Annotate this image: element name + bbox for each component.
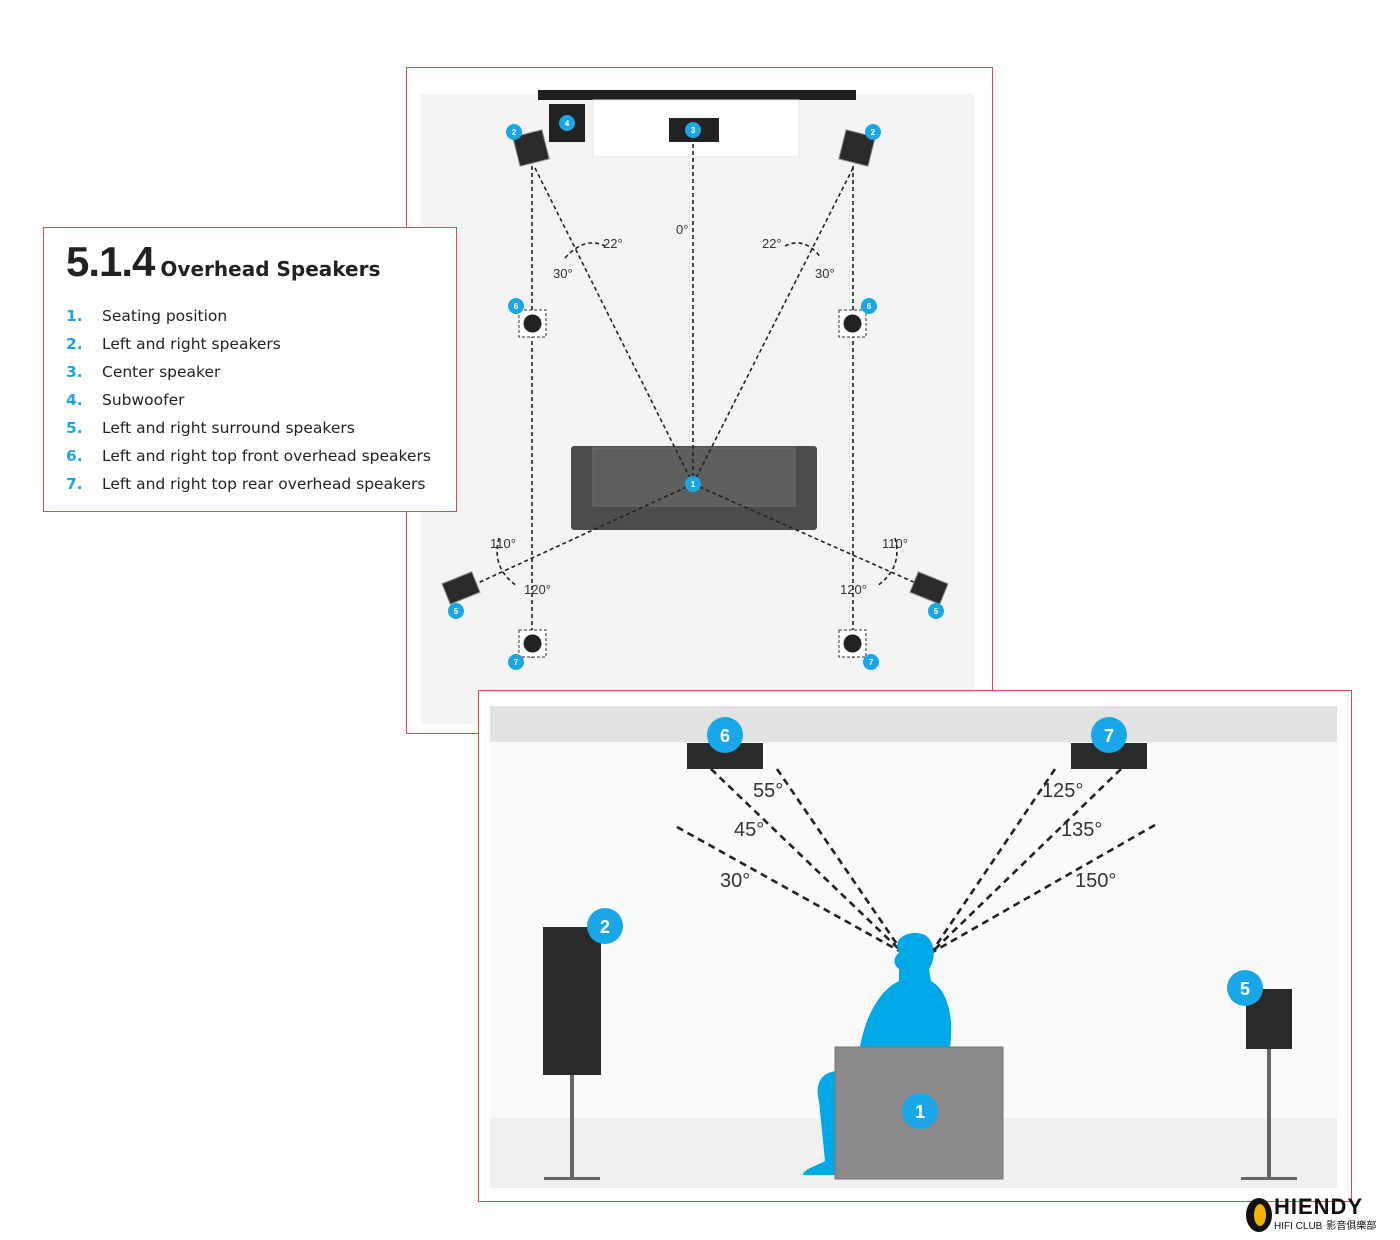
svg-text:5: 5: [934, 607, 939, 616]
logo-mark-icon: [1246, 1198, 1272, 1232]
badge-seat: 1: [685, 476, 701, 492]
surround-speaker-stand: [1267, 1049, 1271, 1177]
top-view-diagram: 0° 22° 30° 22° 30° 110° 120° 110° 120° 1…: [421, 90, 974, 724]
angle-label-right-outer: 30°: [815, 266, 835, 281]
badge-front-left: 2: [506, 124, 522, 140]
top-front-right-speaker: [838, 309, 867, 338]
badge-top-front-left: 6: [508, 298, 524, 314]
legend-item: 5.Left and right surround speakers: [66, 419, 355, 437]
badge-seat-side: 1: [902, 1093, 938, 1129]
badge-surround-left: 5: [448, 603, 464, 619]
svg-text:2: 2: [512, 128, 517, 137]
legend-item: 7.Left and right top rear overhead speak…: [66, 475, 426, 493]
front-speaker-stand: [570, 1075, 574, 1177]
rear-line-135: [930, 768, 1122, 954]
angle-label-150: 150°: [1075, 870, 1116, 892]
right-front-line: [692, 167, 854, 485]
angle-label-55: 55°: [753, 780, 783, 802]
surround-left-speaker: [441, 571, 481, 605]
left-front-line: [534, 167, 694, 485]
angle-label-surround-left-outer: 120°: [524, 582, 551, 597]
arc-right-surround: [876, 537, 898, 587]
legend-item: 2.Left and right speakers: [66, 335, 281, 353]
angle-label-left-outer: 30°: [553, 266, 573, 281]
angle-label-30: 30°: [720, 870, 750, 892]
legend-item: 3.Center speaker: [66, 363, 221, 381]
arc-right-front: [784, 242, 822, 259]
badge-top-front-right: 6: [861, 298, 877, 314]
svg-text:2: 2: [871, 128, 876, 137]
front-line-55b: [775, 768, 905, 954]
svg-text:5: 5: [1240, 979, 1250, 999]
surround-speaker-base: [1241, 1177, 1297, 1180]
legend-item: 4.Subwoofer: [66, 391, 185, 409]
angle-label-left-inner: 22°: [603, 236, 623, 251]
arc-left-surround: [496, 537, 518, 587]
angle-label-center: 0°: [676, 222, 688, 237]
legend-title-text: Overhead Speakers: [160, 257, 381, 281]
front-left-speaker: [512, 129, 550, 167]
legend-list: 1.Seating position 2.Left and right spea…: [66, 302, 431, 498]
badge-surround-speaker: 5: [1227, 970, 1263, 1006]
angle-label-surround-right-outer: 120°: [840, 582, 867, 597]
front-line-55: [710, 768, 904, 954]
legend-title-number: 5.1.4: [66, 238, 155, 285]
arc-left-front: [564, 242, 606, 259]
logo-brand: HIENDY: [1274, 1194, 1364, 1219]
badge-center: 3: [685, 122, 701, 138]
angle-label-right-inner: 22°: [762, 236, 782, 251]
svg-text:7: 7: [869, 658, 874, 667]
angle-label-45: 45°: [734, 819, 764, 841]
badge-surround-right: 5: [928, 603, 944, 619]
svg-text:6: 6: [720, 726, 730, 746]
top-view-panel: 0° 22° 30° 22° 30° 110° 120° 110° 120° 1…: [406, 67, 993, 734]
badge-top-rear-left: 7: [508, 654, 524, 670]
room-floor: [421, 94, 974, 724]
svg-text:7: 7: [514, 658, 519, 667]
right-surround-line: [692, 483, 928, 589]
badge-top-rear: 7: [1091, 717, 1127, 753]
rear-line-150: [930, 823, 1156, 955]
svg-text:2: 2: [600, 917, 610, 937]
svg-text:1: 1: [691, 480, 696, 489]
badge-front-right: 2: [865, 124, 881, 140]
svg-text:6: 6: [867, 302, 872, 311]
svg-text:4: 4: [565, 119, 570, 128]
badge-sub: 4: [559, 115, 575, 131]
side-view-diagram: 55° 45° 30° 125° 135° 150° 6 7 2 5 1: [490, 706, 1337, 1188]
front-speaker-base: [544, 1177, 600, 1180]
legend-item: 1.Seating position: [66, 307, 228, 325]
top-rear-right-speaker: [838, 629, 867, 658]
angle-label-surround-left-inner: 110°: [490, 536, 516, 551]
svg-text:7: 7: [1104, 726, 1114, 746]
badge-top-front: 6: [707, 717, 743, 753]
angle-label-125: 125°: [1042, 780, 1083, 802]
front-tower-speaker: [543, 927, 601, 1075]
top-front-left-speaker: [518, 309, 547, 338]
screen: [538, 90, 856, 100]
side-view-panel: 55° 45° 30° 125° 135° 150° 6 7 2 5 1: [478, 690, 1352, 1202]
svg-text:1: 1: [915, 1102, 925, 1122]
svg-text:6: 6: [514, 302, 519, 311]
angle-label-135: 135°: [1061, 819, 1102, 841]
svg-text:3: 3: [691, 126, 696, 135]
legend-item: 6.Left and right top front overhead spea…: [66, 447, 431, 465]
angle-label-surround-right-inner: 110°: [882, 536, 908, 551]
top-rear-left-speaker: [518, 629, 547, 658]
surround-right-speaker: [909, 571, 949, 605]
person-silhouette: [859, 933, 952, 1071]
rear-line-125: [929, 768, 1057, 954]
svg-text:5: 5: [454, 607, 459, 616]
badge-top-rear-right: 7: [863, 654, 879, 670]
ceiling: [490, 706, 1337, 742]
badge-front-speaker: 2: [587, 908, 623, 944]
front-right-speaker: [838, 129, 876, 167]
